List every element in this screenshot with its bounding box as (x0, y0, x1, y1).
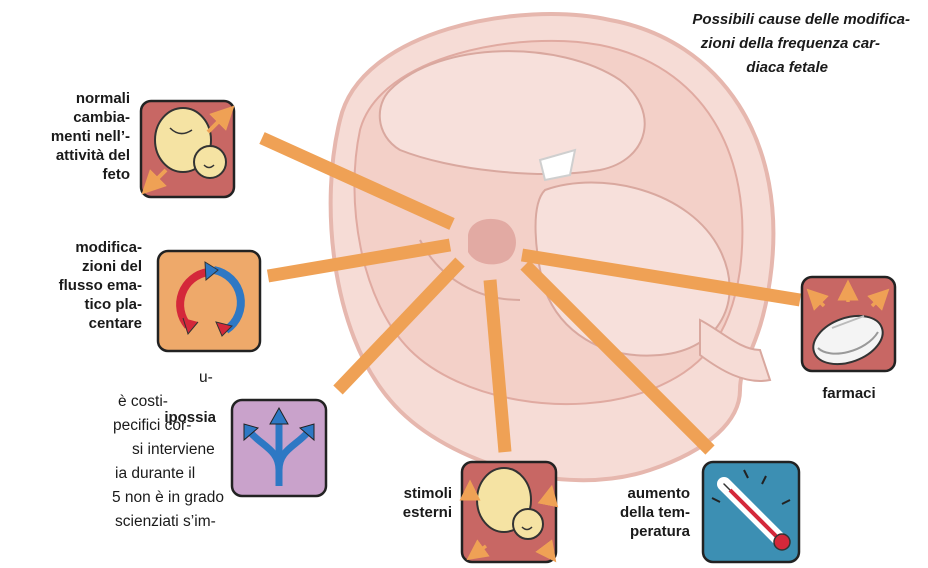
label-line: aumento (590, 484, 690, 503)
title-line-1: Possibili cause delle modifica- (580, 8, 910, 32)
label-line: cambia- (24, 108, 130, 127)
body-text-line: pecifici cor- (0, 414, 230, 438)
label-temperature: aumento della tem- peratura (590, 484, 690, 541)
label-external-stimuli: stimoli esterni (370, 484, 452, 522)
body-text-line: scienziati s’im- (0, 510, 230, 534)
body-text-line: è costi- (0, 390, 230, 414)
label-line: della tem- (590, 503, 690, 522)
title-line-2: zioni della frequenza car- (580, 32, 910, 56)
body-text-line: u- (0, 366, 230, 390)
pill-icon (802, 277, 895, 373)
fetus-movement-icon (141, 101, 234, 197)
label-line: farmaci (800, 384, 898, 403)
label-line: flusso ema- (34, 276, 142, 295)
label-drugs: farmaci (800, 384, 898, 403)
label-line: feto (24, 165, 130, 184)
uterus-illustration (331, 14, 774, 480)
title-line-3: diaca fetale (580, 56, 910, 80)
label-line: zioni del (34, 257, 142, 276)
diagram-title: Possibili cause delle modifica- zioni de… (580, 8, 910, 80)
body-text-line: si interviene (0, 438, 230, 462)
label-line: menti nell’- (24, 127, 130, 146)
body-text-fragment: u- è costi- pecifici cor- si interviene … (0, 366, 230, 534)
label-line: stimoli (370, 484, 452, 503)
label-fetal-activity: normali cambia- menti nell’- attività de… (24, 89, 130, 184)
body-text-line: ia durante il (0, 462, 230, 486)
fetal-heart-center (468, 219, 516, 265)
body-text-line: 5 non è in grado (0, 486, 230, 510)
label-line: attività del (24, 146, 130, 165)
circular-arrows-icon (158, 251, 260, 351)
label-line: normali (24, 89, 130, 108)
label-line: centare (34, 314, 142, 333)
label-line: tico pla- (34, 295, 142, 314)
label-line: modifica- (34, 238, 142, 257)
label-placental-flow: modifica- zioni del flusso ema- tico pla… (34, 238, 142, 333)
thermometer-icon (703, 462, 799, 562)
fetus-stimuli-icon (462, 462, 556, 562)
branching-arrows-icon (232, 400, 326, 496)
label-line: peratura (590, 522, 690, 541)
label-line: esterni (370, 503, 452, 522)
